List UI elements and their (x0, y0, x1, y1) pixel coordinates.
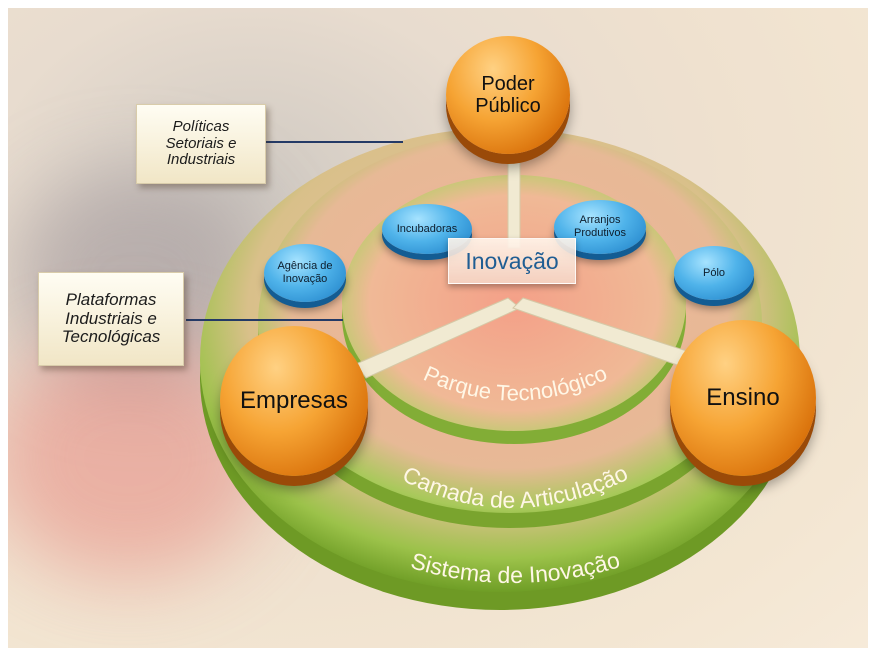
empresas-label: Empresas (239, 386, 349, 414)
callout-politicas-line-2: Setoriais e (165, 134, 237, 152)
arranjos-label-line-2: Produtivos (574, 227, 626, 239)
inovacao-center-box: Inovação (448, 238, 576, 284)
callout-politicas-line-1: Políticas (172, 118, 230, 136)
poder-publico-node: Poder Público (446, 36, 570, 154)
callout-politicas-line-3: Industriais (166, 151, 236, 169)
empresas-node: Empresas (220, 326, 368, 476)
callout-plataformas-line-1: Plataformas (65, 289, 157, 309)
inovacao-label: Inovação (465, 247, 559, 274)
callout-politicas-setoriais: Políticas Setoriais e Industriais (136, 104, 266, 184)
agencia-label-line-1: Agência de (277, 260, 333, 273)
ensino-label: Ensino (706, 383, 780, 411)
diagram-canvas: Parque Tecnológico Camada de Articulação… (8, 8, 868, 648)
callout-plataformas-industriais: Plataformas Industriais e Tecnológicas (38, 272, 184, 366)
callout-plataformas-line-2: Industriais e (65, 308, 157, 328)
arranjos-label-line-1: Arranjos (579, 214, 621, 227)
callout-plataformas-line-3: Tecnológicas (61, 327, 161, 347)
agencia-label-line-2: Inovação (282, 273, 328, 285)
polo-node: Pólo (674, 246, 754, 300)
spoke-poder-publico (507, 157, 521, 249)
agencia-inovacao-node: Agência de Inovação (264, 244, 346, 302)
poder-publico-label: Poder Público (475, 73, 541, 117)
ensino-node: Ensino (670, 320, 816, 476)
polo-label: Pólo (702, 266, 726, 279)
incubadoras-label: Incubadoras (396, 222, 458, 235)
